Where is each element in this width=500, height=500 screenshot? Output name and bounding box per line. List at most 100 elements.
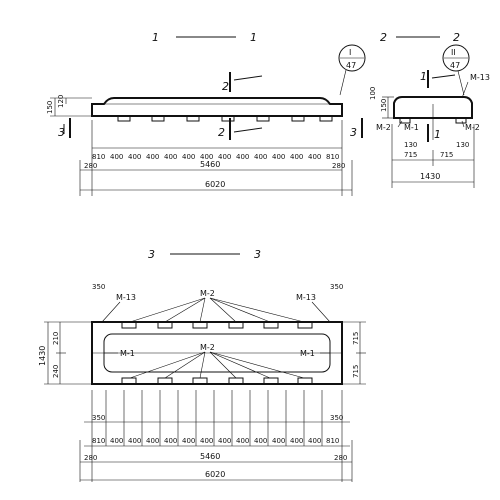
svg-text:3: 3 (350, 126, 357, 139)
dim-240: 240 (52, 365, 60, 378)
section-3-3-plan: 3 3 M-13 M-2 M-13 350 350 (38, 248, 366, 482)
svg-text:II: II (451, 48, 456, 57)
svg-text:400: 400 (110, 153, 123, 161)
svg-text:47: 47 (346, 61, 356, 70)
beam-profile-1-1 (91, 97, 343, 117)
height-dimensions-2-2: 150 100 (369, 87, 394, 119)
height-dimensions-1-1: 150 120 (46, 95, 92, 117)
svg-text:400: 400 (290, 437, 303, 445)
cut-marker-2-bottom: 2 (218, 118, 263, 140)
svg-text:400: 400 (308, 437, 321, 445)
dim-350-top-left: 350 (92, 283, 105, 291)
section-2-2-view: 2 2 II 47 1 1 M-13 M-2 M-1 M-2 (369, 31, 490, 188)
cut-marker-3-right: 3 (350, 118, 363, 139)
callout-circle-I-47: I 47 (338, 44, 366, 96)
svg-text:47: 47 (450, 61, 460, 70)
label-m2-right: M-2 (465, 123, 480, 132)
section-label-3-right: 3 (254, 248, 261, 261)
section-1-1-view: 1 1 I 47 2 (46, 31, 366, 196)
embedded-plates-top-row (121, 321, 313, 329)
cut-marker-3-left: 3 (58, 118, 71, 139)
cut-marker-1-bottom: 1 (427, 124, 441, 142)
svg-text:400: 400 (218, 437, 231, 445)
svg-text:400: 400 (128, 437, 141, 445)
dim-350-top-right: 350 (330, 283, 343, 291)
label-m1: M-1 (404, 123, 419, 132)
svg-text:2: 2 (222, 80, 229, 93)
svg-text:400: 400 (272, 437, 285, 445)
plan-extension-lines (79, 390, 353, 482)
svg-text:1: 1 (434, 128, 441, 141)
svg-text:400: 400 (236, 437, 249, 445)
label-m2-left: M-2 (376, 123, 391, 132)
svg-text:400: 400 (182, 153, 195, 161)
dim-280-plan-right: 280 (334, 454, 347, 462)
svg-text:400: 400 (308, 153, 321, 161)
dim-1430-plan: 1430 (38, 346, 47, 366)
cut-marker-2-top: 2 (222, 72, 263, 93)
leader-lines-m2-top (101, 297, 331, 323)
dim-280-left: 280 (84, 162, 97, 170)
svg-text:400: 400 (146, 437, 159, 445)
svg-text:400: 400 (236, 153, 249, 161)
dim-130-right: 130 (456, 141, 469, 149)
dim-130-left: 130 (404, 141, 417, 149)
dim-150: 150 (46, 101, 54, 114)
svg-text:1: 1 (420, 70, 427, 83)
dim-100: 100 (369, 87, 377, 100)
plan-width-dimensions-left: 1430 210 240 (38, 321, 92, 385)
plan-length-dimensions: 350 350 810 400 400 400 400 400 400 400 … (80, 414, 352, 481)
label-m1-right: M-1 (300, 349, 315, 358)
dim-715-left: 715 (404, 151, 417, 159)
label-m13-left: M-13 (116, 293, 136, 302)
dim-280-plan-left: 280 (84, 454, 97, 462)
svg-text:400: 400 (272, 153, 285, 161)
cut-marker-1-top: 1 (420, 70, 456, 88)
dim-120: 120 (57, 95, 65, 108)
label-m13-right: M-13 (296, 293, 316, 302)
svg-text:400: 400 (200, 153, 213, 161)
callout-circle-II-47: II 47 (442, 44, 470, 96)
svg-text:400: 400 (254, 153, 267, 161)
svg-text:400: 400 (200, 437, 213, 445)
svg-text:I: I (349, 48, 351, 57)
svg-text:400: 400 (164, 437, 177, 445)
dim-280-right: 280 (332, 162, 345, 170)
svg-text:400: 400 (290, 153, 303, 161)
svg-text:400: 400 (128, 153, 141, 161)
dim-810-left: 810 (92, 153, 105, 161)
label-m2-top: M-2 (200, 289, 215, 298)
section-label-2-left: 2 (380, 31, 387, 44)
label-m1-left: M-1 (120, 349, 135, 358)
section-label-2-right: 2 (453, 31, 460, 44)
dim-350-bottom-right: 350 (330, 414, 343, 422)
dim-5460-plan: 5460 (200, 452, 220, 461)
dim-715-plan-top: 715 (352, 332, 360, 345)
plan-width-dimensions-right: 715 715 (342, 321, 366, 385)
svg-text:400: 400 (182, 437, 195, 445)
beam-cross-section-2-2 (393, 96, 473, 140)
dim-350-bottom-left: 350 (92, 414, 105, 422)
svg-text:400: 400 (164, 153, 177, 161)
svg-text:400: 400 (110, 437, 123, 445)
dim-210: 210 (52, 332, 60, 345)
svg-text:3: 3 (58, 126, 65, 139)
section-label-1-left: 1 (152, 31, 159, 44)
dim-5460: 5460 (200, 160, 220, 169)
dim-715-right: 715 (440, 151, 453, 159)
dim-6020-plan: 6020 (205, 470, 225, 479)
embedded-plates-row-1-1 (117, 115, 333, 122)
svg-text:400: 400 (254, 437, 267, 445)
dim-810-plan-left: 810 (92, 437, 105, 445)
leader-lines-m2-bottom (129, 351, 305, 379)
dim-6020: 6020 (205, 180, 225, 189)
dim-1430: 1430 (420, 172, 440, 181)
label-m13-section-2: M-13 (470, 73, 490, 82)
section-label-3-left: 3 (148, 248, 155, 261)
svg-text:400: 400 (218, 153, 231, 161)
svg-text:2: 2 (218, 126, 225, 139)
width-dimensions-2-2: 130 130 715 715 1430 (391, 124, 475, 188)
span-dimensions-1-1: 810 400 400 400 400 400 400 400 400 400 … (79, 120, 353, 196)
svg-text:400: 400 (146, 153, 159, 161)
